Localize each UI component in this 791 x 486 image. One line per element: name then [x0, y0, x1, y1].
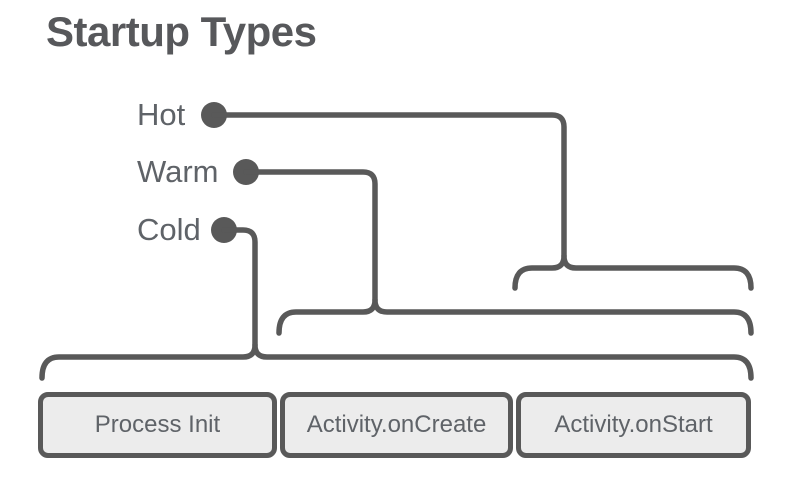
cold-startup-label: Cold	[137, 212, 201, 247]
hot-startup-label: Hot	[137, 97, 186, 132]
hot-connector-line	[211, 112, 567, 259]
stage-box-process-init: Process Init	[38, 392, 277, 458]
hot-brace	[512, 253, 754, 291]
stage-label-activity-oncreate: Activity.onCreate	[306, 411, 487, 438]
stage-label-process-init: Process Init	[94, 411, 221, 438]
warm-startup-label: Warm	[137, 154, 219, 189]
cold-brace	[39, 342, 754, 381]
warm-brace	[276, 297, 754, 336]
cold-connector-line	[221, 227, 258, 348]
stage-label-activity-onstart: Activity.onStart	[554, 411, 713, 438]
page-title: Startup Types	[46, 8, 317, 55]
stage-box-activity-onstart: Activity.onStart	[516, 392, 751, 458]
warm-connector-line	[243, 169, 378, 303]
stage-box-activity-oncreate: Activity.onCreate	[280, 392, 513, 458]
